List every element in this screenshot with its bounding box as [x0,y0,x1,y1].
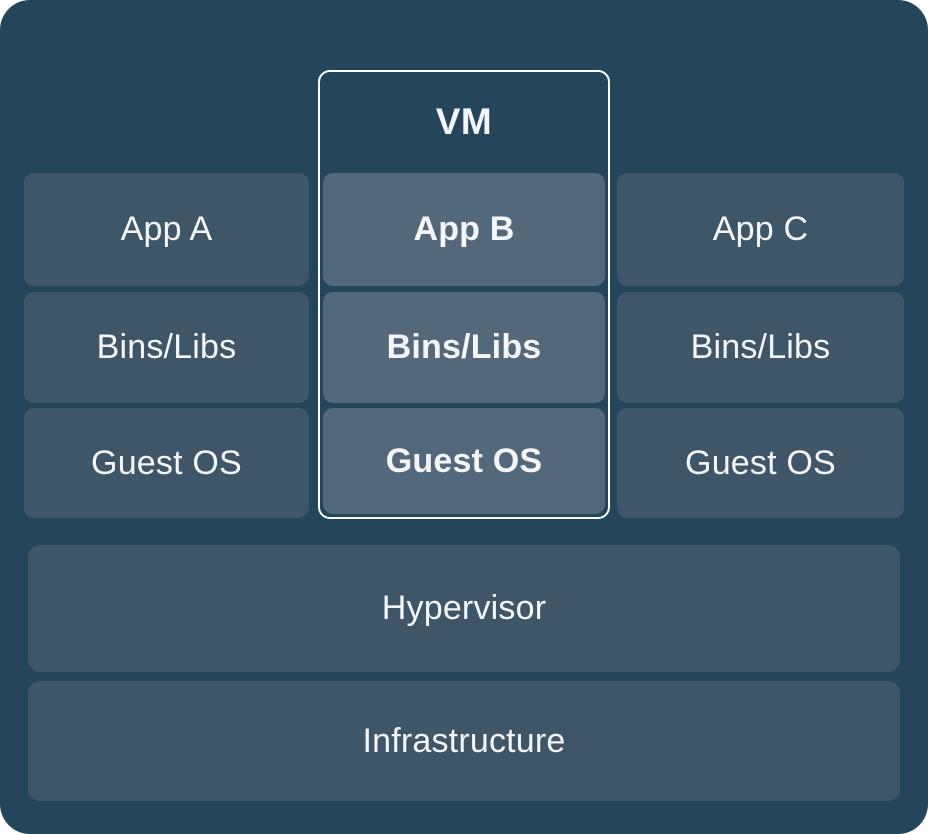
box-guest-os-vm: Guest OS [323,408,605,514]
box-guest-os-right: Guest OS [617,408,904,518]
vm-group-outline [318,70,610,519]
box-guest-os-left: Guest OS [24,408,309,518]
layer-hypervisor: Hypervisor [28,545,900,672]
box-bins-libs-right: Bins/Libs [617,292,904,403]
box-bins-libs-vm: Bins/Libs [323,292,605,403]
box-app-b: App B [323,173,605,286]
box-bins-libs-left: Bins/Libs [24,292,309,403]
box-app-a: App A [24,173,309,286]
box-app-c: App C [617,173,904,286]
vm-group-title: VM [435,100,493,142]
layer-infrastructure: Infrastructure [28,681,900,801]
